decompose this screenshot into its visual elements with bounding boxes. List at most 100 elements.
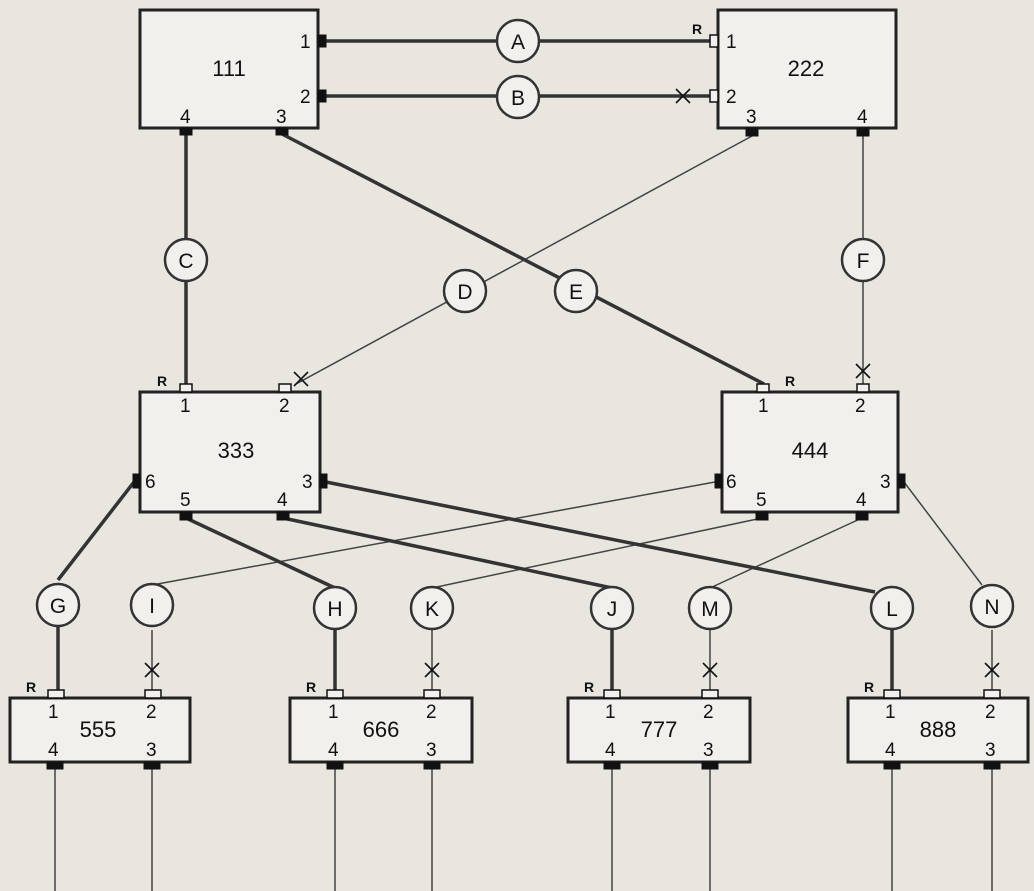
link-n-line (903, 481, 983, 586)
link-n-badge: N (969, 583, 1015, 629)
port-open-icon (423, 689, 441, 699)
link-l-badge: L (869, 585, 915, 631)
port-filled-icon (275, 127, 289, 136)
root-marker: R (692, 21, 702, 37)
node-444: 444 R 1 2 6 3 5 4 (714, 373, 906, 521)
root-marker: R (26, 679, 36, 695)
node-222: 222 R 1 2 3 4 (692, 8, 898, 137)
port-label: 4 (180, 107, 191, 128)
port-filled-icon (46, 761, 64, 770)
port-label: 5 (756, 490, 767, 511)
link-label: M (701, 598, 719, 621)
port-open-icon (709, 89, 719, 103)
root-marker: R (864, 679, 874, 695)
port-filled-icon (701, 761, 719, 770)
port-label: 4 (605, 740, 616, 761)
port-open-icon (144, 689, 162, 699)
link-g-line (56, 480, 136, 582)
link-label: I (149, 595, 155, 618)
port-label: 3 (703, 740, 714, 761)
port-label: 4 (885, 740, 896, 761)
node-label: 555 (80, 717, 117, 742)
node-label: 777 (641, 717, 678, 742)
port-label: 3 (746, 107, 757, 128)
link-label: F (857, 250, 870, 273)
port-label: 1 (726, 32, 737, 53)
root-marker: R (306, 679, 316, 695)
port-label: 4 (857, 107, 868, 128)
node-333: 333 R 1 2 6 3 5 4 (132, 373, 328, 521)
port-filled-icon (755, 511, 769, 521)
port-label: 2 (855, 396, 866, 417)
link-b-badge: B (495, 74, 541, 120)
port-filled-icon (179, 127, 193, 136)
link-k-line (431, 517, 763, 589)
port-filled-icon (714, 473, 723, 489)
port-label: 1 (885, 702, 896, 723)
link-h-line (185, 516, 336, 590)
link-d-badge: D (442, 268, 488, 314)
port-open-icon (883, 689, 901, 699)
port-label: 5 (180, 490, 191, 511)
link-j-line (282, 516, 613, 590)
port-filled-icon (179, 511, 193, 521)
port-label: 4 (277, 490, 288, 511)
port-open-icon (983, 689, 1001, 699)
port-label: 1 (180, 396, 191, 417)
port-open-icon (856, 383, 870, 393)
port-filled-icon (276, 511, 290, 521)
node-label: 222 (788, 56, 825, 81)
node-111: 111 1 2 4 3 (138, 8, 327, 136)
port-label: 1 (605, 702, 616, 723)
port-filled-icon (319, 473, 328, 489)
port-label: 2 (726, 87, 737, 108)
port-open-icon (326, 689, 344, 699)
port-filled-icon (132, 473, 141, 489)
port-label: 1 (300, 32, 311, 53)
port-label: 6 (726, 472, 737, 493)
link-i-badge: I (129, 582, 175, 628)
link-j-badge: J (589, 585, 635, 631)
port-filled-icon (317, 89, 327, 103)
blocked-x-icon (984, 662, 1000, 678)
blocked-x-icon (675, 88, 691, 104)
port-open-icon (701, 689, 719, 699)
link-label: K (425, 598, 439, 621)
port-filled-icon (855, 511, 869, 521)
blocked-x-icon (144, 662, 160, 678)
port-open-icon (709, 34, 719, 48)
link-l-line (325, 480, 876, 594)
port-open-icon (278, 383, 292, 393)
root-marker: R (584, 679, 594, 695)
port-open-icon (179, 383, 193, 393)
link-a-badge: A (495, 18, 541, 64)
port-label: 4 (328, 740, 339, 761)
port-label: 3 (880, 472, 891, 493)
port-filled-icon (897, 473, 906, 489)
port-label: 2 (426, 702, 437, 723)
blocked-x-icon (293, 371, 309, 387)
link-label: C (178, 250, 193, 273)
port-filled-icon (856, 127, 870, 137)
link-c-badge: C (163, 237, 209, 283)
port-label: 2 (300, 87, 311, 108)
link-label: A (511, 31, 525, 54)
link-g-badge: G (35, 582, 81, 628)
port-label: 2 (279, 396, 290, 417)
port-label: 2 (146, 702, 157, 723)
link-label: N (984, 596, 999, 619)
node-label: 666 (363, 717, 400, 742)
link-i-line (151, 481, 716, 586)
link-f-badge: F (840, 237, 886, 283)
root-marker: R (785, 373, 795, 389)
blocked-x-icon (424, 662, 440, 678)
blocked-x-icon (855, 363, 871, 379)
port-filled-icon (983, 761, 1001, 770)
root-marker: R (157, 373, 167, 389)
port-label: 1 (328, 702, 339, 723)
port-filled-icon (603, 761, 621, 770)
link-e-line (281, 132, 765, 386)
port-filled-icon (423, 761, 441, 770)
node-555: 555 R 1 2 4 3 (8, 679, 192, 770)
connection-labels: A B C D E F G I (35, 18, 1015, 631)
